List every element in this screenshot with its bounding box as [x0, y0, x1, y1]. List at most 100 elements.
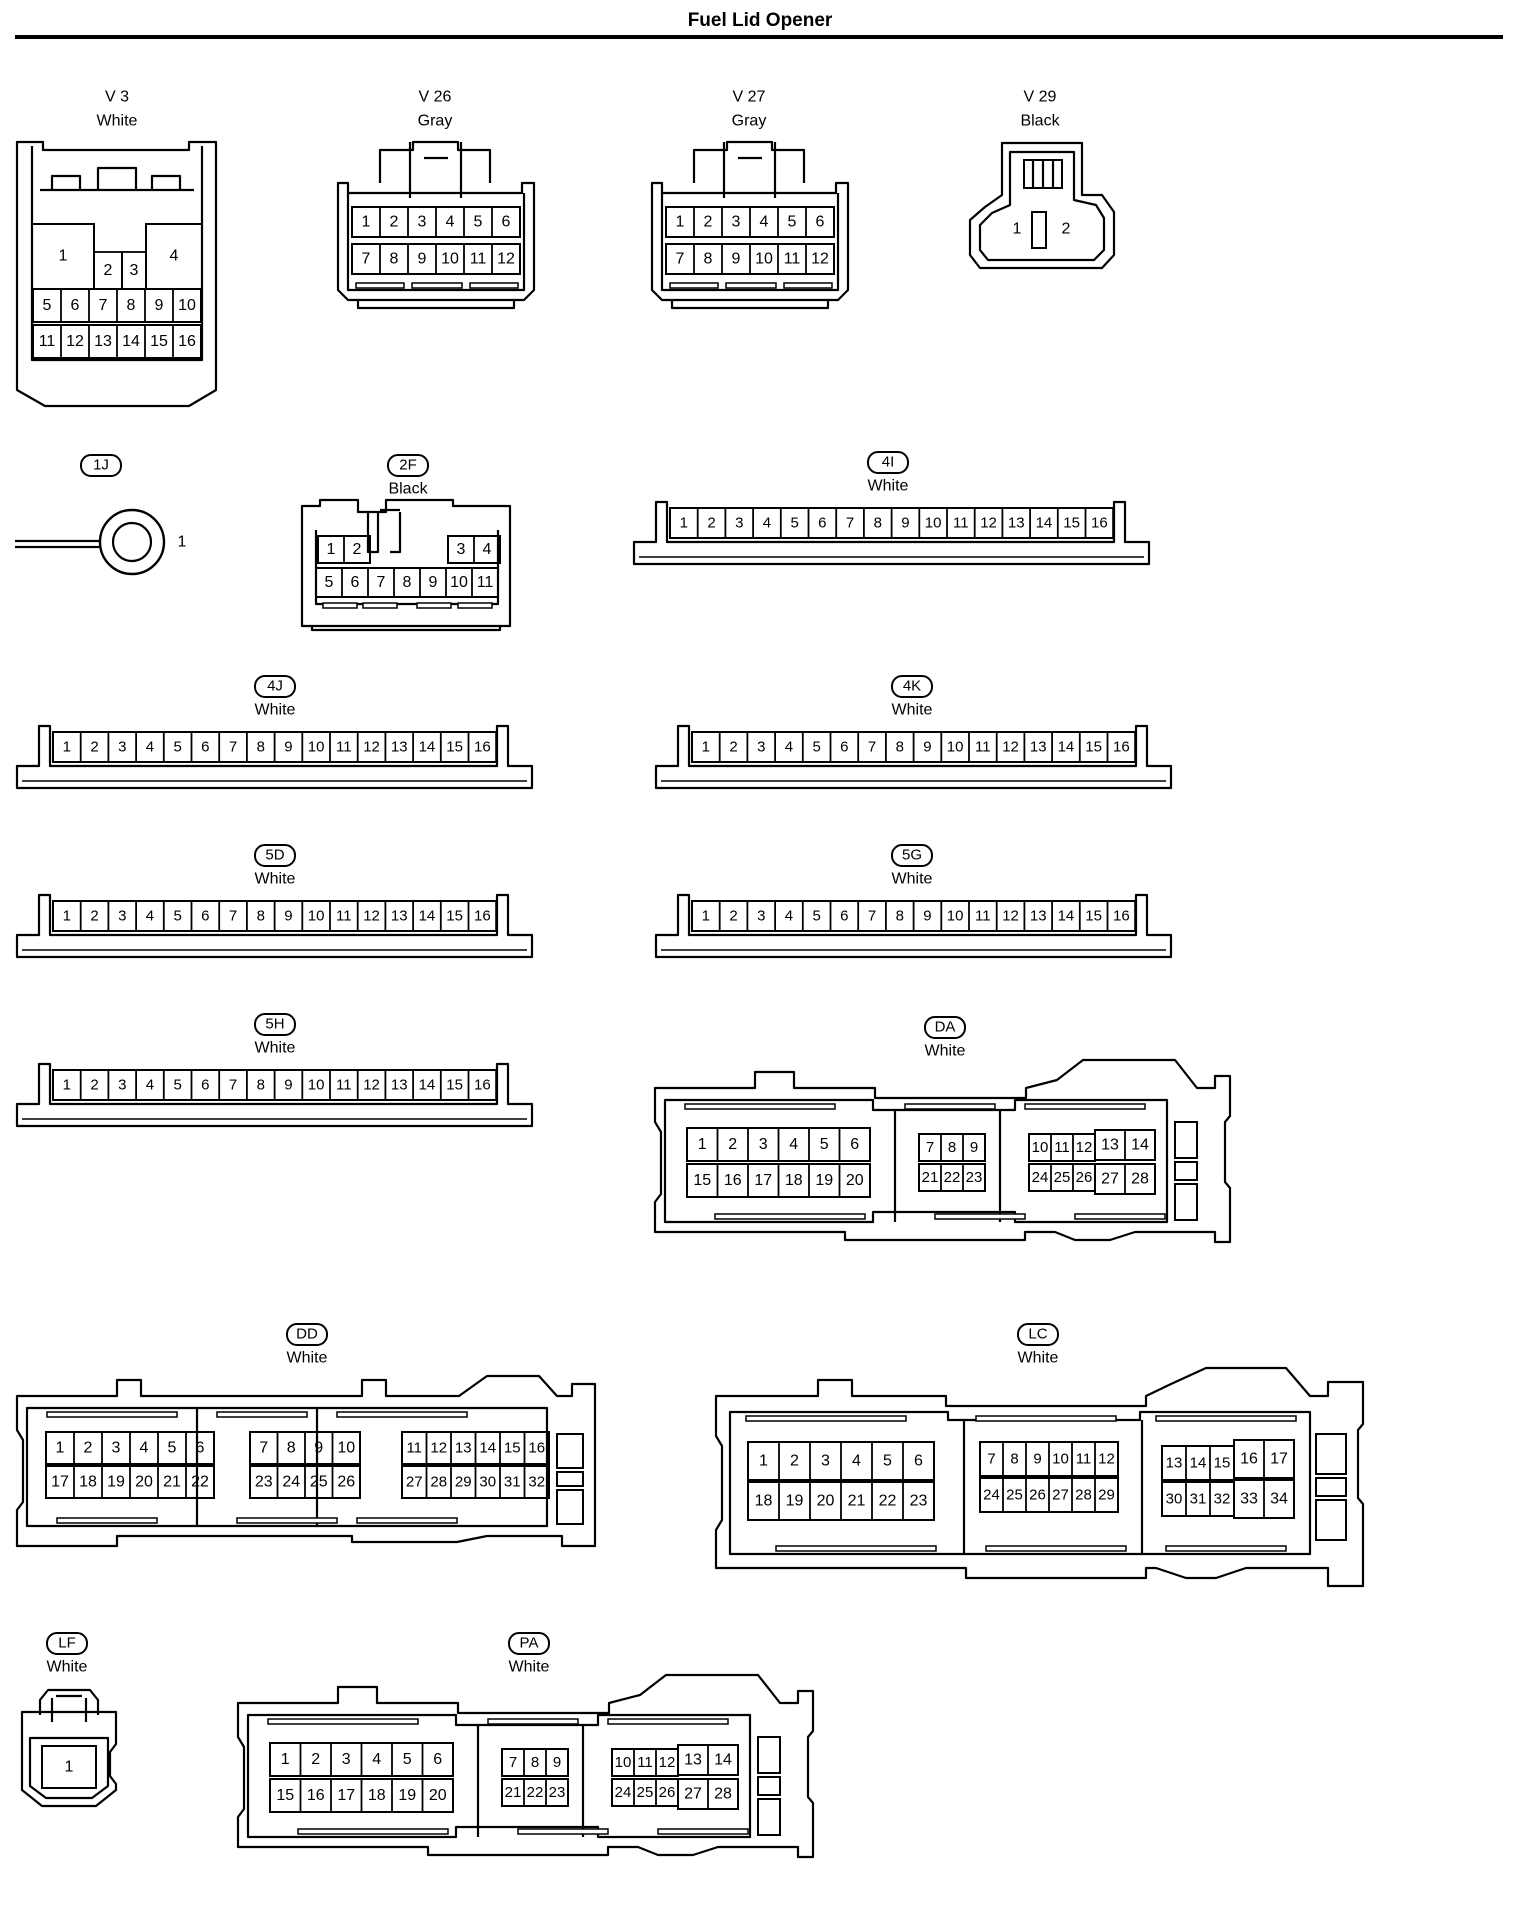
pin-number: 1	[63, 739, 71, 756]
latch-bar	[657, 1828, 749, 1835]
pin-number: 4	[785, 739, 793, 756]
pin-number: 4	[763, 515, 771, 532]
connector-code-pill	[80, 454, 122, 477]
latch-bar	[745, 1415, 907, 1422]
connector-code: 4I	[882, 454, 895, 471]
pin-number: 1	[63, 1077, 71, 1094]
pin-row	[918, 1163, 986, 1192]
v3-shell	[15, 140, 218, 408]
pin-number: 21	[922, 1169, 939, 1186]
pin-number: 15	[276, 1787, 294, 1804]
connector-color: White	[868, 478, 909, 495]
pin-number: 22	[527, 1784, 544, 1801]
pin-number: 11	[1054, 1139, 1070, 1156]
pin-number: 12	[980, 515, 997, 532]
lf-shell	[20, 1710, 118, 1808]
v29-shell	[968, 141, 1116, 270]
pin-number: 2	[84, 1440, 93, 1457]
pin-number: 4	[146, 739, 154, 756]
pin-number: 30	[479, 1474, 496, 1491]
pin-number: 16	[528, 1440, 545, 1457]
connector-inner	[663, 1098, 1169, 1224]
pin-number: 13	[94, 333, 112, 350]
pin-number: 10	[337, 1440, 355, 1457]
pin-number: 8	[390, 251, 399, 268]
connector-color: White	[1018, 1350, 1059, 1367]
pin-number: 15	[1214, 1455, 1231, 1472]
pin-number: 10	[308, 908, 325, 925]
latch-bar	[411, 282, 463, 289]
pin-number: 16	[724, 1172, 742, 1189]
pin-number: 15	[693, 1172, 711, 1189]
pin-number: 8	[531, 1754, 539, 1771]
pin-number: 1	[698, 1136, 707, 1153]
side-key	[556, 1433, 584, 1469]
pin-number: 14	[1058, 908, 1075, 925]
strip-shell	[15, 893, 534, 959]
connector-color: White	[255, 702, 296, 719]
cavity-divider	[962, 1420, 1144, 1554]
pin-number: 6	[201, 908, 209, 925]
latch-bar	[725, 282, 777, 289]
pin-number: 18	[368, 1787, 386, 1804]
pin-number: 7	[377, 574, 386, 591]
pin-number: 17	[1270, 1451, 1288, 1468]
pin-number: 18	[755, 1493, 773, 1510]
pin-number: 27	[1101, 1171, 1119, 1188]
side-key	[757, 1798, 781, 1836]
side-key	[556, 1471, 584, 1487]
pin-number: 16	[474, 1077, 491, 1094]
connector-color: Gray	[732, 113, 767, 130]
latch-bar	[1074, 1213, 1166, 1220]
connector-code-pill	[46, 1632, 88, 1655]
connector-code-pill	[508, 1632, 550, 1655]
pin-number: 1	[702, 908, 710, 925]
pin-number: 19	[107, 1474, 125, 1491]
pin-number: 25	[1054, 1169, 1071, 1186]
pin-cell	[41, 1745, 97, 1789]
title-rule	[15, 35, 1503, 39]
pin-number: 11	[1076, 1451, 1092, 1468]
pin-number: 3	[757, 739, 765, 756]
connector-code: 1J	[93, 457, 109, 474]
pin-number: 14	[1131, 1137, 1149, 1154]
pin-number: 9	[732, 251, 741, 268]
connector-code: 2F	[399, 457, 417, 474]
pin-number: 7	[987, 1451, 995, 1468]
pin-number: 4	[170, 248, 179, 265]
pin-number: 13	[455, 1440, 472, 1457]
pin-number: 6	[818, 515, 826, 532]
latch-bar	[487, 1718, 579, 1725]
pin-number: 32	[528, 1474, 545, 1491]
page-title: Fuel Lid Opener	[687, 10, 833, 31]
pin-number: 7	[229, 739, 237, 756]
pin-number: 1	[702, 739, 710, 756]
latch-bar	[775, 1545, 937, 1552]
connector-color: Black	[1020, 113, 1060, 130]
pin-number: 7	[229, 908, 237, 925]
lock-tab	[692, 140, 806, 183]
latch-bar	[56, 1517, 158, 1524]
pin-number: 3	[118, 908, 126, 925]
pin-number: 14	[419, 1077, 436, 1094]
pin-number: 12	[811, 251, 829, 268]
pin-number: 8	[287, 1440, 296, 1457]
pin-number: 11	[784, 251, 801, 268]
latch-bar	[975, 1415, 1117, 1422]
connector-color: White	[255, 1040, 296, 1057]
connector-color: Gray	[418, 113, 453, 130]
pin-number: 8	[896, 739, 904, 756]
pin-number: 1	[327, 541, 336, 558]
pin-row	[501, 1778, 569, 1807]
pin-number: 3	[418, 214, 427, 231]
pin-number: 9	[923, 739, 931, 756]
pin-number: 3	[112, 1440, 121, 1457]
latch-bar	[985, 1545, 1127, 1552]
connector-color: White	[47, 1659, 88, 1676]
connector-code-pill	[254, 1013, 296, 1036]
v29-latch-ribs	[1031, 160, 1055, 188]
